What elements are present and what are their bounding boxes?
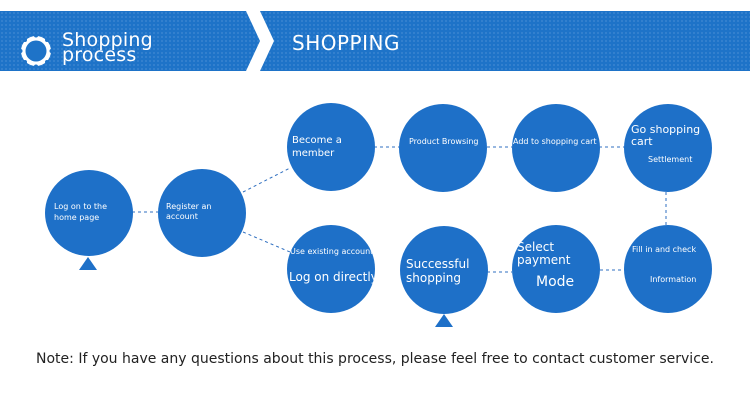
step-add-to-cart-line1: Add to shopping cart (513, 137, 597, 146)
step-go-cart-settlement[interactable]: Go shopping cart Settlement (624, 104, 712, 192)
step-successful-line1: Successful (406, 257, 470, 271)
section-title: SHOPPING (292, 31, 400, 55)
step-log-on-line2: home page (54, 213, 100, 222)
step-go-cart-line2: cart (631, 135, 653, 148)
header-title: Shopping process (62, 29, 153, 66)
step-use-existing-line1: Use existing account (290, 247, 374, 256)
badge-ring-icon (18, 33, 54, 69)
step-register-line1: Register an (166, 202, 212, 211)
chevron-divider-icon (246, 11, 274, 71)
step-become-member-line2: member (292, 148, 335, 159)
step-successful-shopping[interactable]: Successful shopping (400, 226, 488, 314)
step-log-on-home[interactable]: Log on to the home page (45, 170, 133, 256)
step-register-account[interactable]: Register an account (158, 169, 246, 257)
step-product-browsing[interactable]: Product Browsing (399, 104, 487, 192)
step-log-on-line1: Log on to the (54, 202, 108, 211)
step-select-payment-line1: Select (517, 240, 555, 254)
step-fill-check-line2: Information (650, 275, 697, 284)
footer-note: Note: If you have any questions about th… (36, 351, 714, 367)
step-use-existing-line2: Log on directly (289, 270, 375, 284)
step-successful-line2: shopping (406, 271, 461, 285)
step-use-existing-account[interactable]: Use existing account Log on directly (287, 225, 375, 313)
step-add-to-cart[interactable]: Add to shopping cart (512, 104, 600, 192)
header-title-line1: Shopping (62, 29, 153, 51)
header-banner: Shopping process SHOPPING (0, 11, 750, 71)
step-go-cart-line1: Go shopping (631, 123, 701, 136)
step-fill-check-line1: Fill in and check (632, 245, 697, 254)
end-marker-icon (435, 314, 453, 327)
step-select-payment-line3: Mode (536, 274, 575, 290)
step-become-member[interactable]: Become a member (287, 103, 375, 191)
step-go-cart-line3: Settlement (648, 155, 693, 164)
step-select-payment-line2: payment (517, 253, 571, 267)
step-select-payment-mode[interactable]: Select payment Mode (512, 225, 600, 313)
header-title-line2: process (62, 44, 137, 66)
step-product-browsing-line1: Product Browsing (409, 137, 479, 146)
step-fill-check-information[interactable]: Fill in and check Information (624, 225, 712, 313)
step-become-member-line1: Become a (292, 135, 342, 146)
step-register-line2: account (166, 212, 198, 221)
start-marker-icon (79, 257, 97, 270)
